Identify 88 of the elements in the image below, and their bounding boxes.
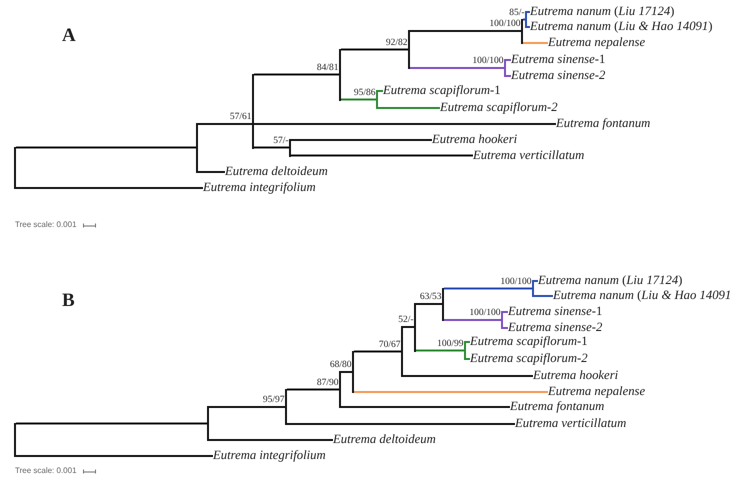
support-value: 100/100 (472, 57, 504, 66)
support-value: 100/100 (469, 309, 500, 318)
taxon-label: Eutrema hookeri (432, 132, 518, 146)
tree-branch (353, 350, 401, 352)
taxon-label: Eutrema integrifolium (213, 448, 326, 462)
tree-branch (443, 319, 501, 321)
taxon-label: Eutrema fontanum (556, 116, 650, 130)
taxon-label: Eutrema nanum (Liu 17124) (530, 4, 674, 18)
tree-branch (15, 187, 203, 189)
taxon-label: Eutrema sinense-1 (508, 304, 602, 318)
support-value: 52/- (398, 316, 414, 326)
tree-branch (526, 26, 530, 28)
tree-branch (208, 439, 333, 441)
tree-branch (526, 11, 530, 13)
support-value: 100/99 (437, 340, 464, 349)
support-value: 92/82 (386, 38, 408, 48)
taxon-label: Eutrema integrifolium (203, 180, 316, 194)
tree-branch (533, 295, 553, 297)
panel-letter: A (62, 26, 76, 45)
tree-branch (415, 303, 442, 305)
taxon-label: Eutrema verticillatum (473, 148, 584, 162)
taxon-label: Eutrema verticillatum (515, 416, 626, 430)
support-value: 87/90 (316, 378, 338, 388)
support-value: 84/81 (316, 64, 338, 73)
tree-branch (290, 139, 432, 141)
tree-branch (286, 388, 339, 390)
tree-branch (253, 146, 289, 148)
taxon-label: Eutrema nanum (Liu 17124) (538, 273, 682, 287)
taxon-label: Eutrema deltoideum (333, 432, 436, 446)
tree-branch (253, 74, 339, 76)
tree-branch (340, 98, 376, 100)
tree-branch (522, 42, 548, 44)
tree-branch (443, 288, 532, 290)
tree-branch (505, 75, 511, 77)
tree-branch (377, 107, 440, 109)
taxon-label: Eutrema scapiflorum-2 (470, 351, 588, 365)
tree-branch (415, 350, 464, 352)
panel-letter: B (62, 291, 75, 310)
tree-branch (290, 154, 473, 156)
tree-branch (353, 391, 548, 393)
tree-branch (502, 327, 508, 329)
tree-branch (505, 59, 511, 61)
tree-branch (208, 406, 285, 408)
taxon-label: Eutrema fontanum (510, 399, 604, 413)
taxon-label: Eutrema nepalense (548, 35, 646, 49)
scale-label: Tree scale: 0.001 (15, 466, 77, 476)
scale-label: Tree scale: 0.001 (15, 220, 77, 230)
support-value: 100/100 (500, 278, 532, 287)
support-value: 100/100 (489, 20, 520, 30)
support-value: 57/- (273, 136, 288, 146)
taxon-label: Eutrema nepalense (548, 384, 646, 398)
tree-branch (377, 90, 383, 92)
taxon-label: Eutrema sinense-1 (511, 52, 606, 66)
support-value: 85/- (509, 8, 524, 18)
tree-branch (409, 67, 504, 69)
taxon-label: Eutrema deltoideum (225, 164, 328, 178)
support-value: 70/67 (378, 340, 400, 350)
tree-branch (15, 422, 207, 424)
tree-branch (15, 455, 213, 457)
support-value: 63/53 (420, 293, 442, 302)
tree-branch (197, 123, 252, 125)
support-value: 68/80 (330, 361, 352, 370)
tree-branch (402, 375, 533, 377)
tree-branch (197, 171, 225, 173)
tree-branch (340, 406, 510, 408)
tree-branch (465, 358, 470, 360)
tree-branch (465, 341, 470, 343)
tree-branch (402, 326, 414, 328)
support-value: 95/86 (354, 88, 376, 98)
tree-branch (409, 30, 521, 32)
taxon-label: Eutrema sinense-2 (511, 68, 606, 82)
tree-branch (253, 123, 556, 125)
taxon-label: Eutrema sinense-2 (508, 320, 602, 334)
taxon-label: Eutrema hookeri (533, 368, 618, 382)
taxon-label: Eutrema nanum (Liu & Hao 14091) (530, 19, 712, 33)
tree-branch (533, 280, 538, 282)
taxon-label: Eutrema scapiflorum-1 (470, 334, 588, 348)
support-value: 57/61 (230, 113, 252, 122)
tree-branch (522, 18, 525, 20)
taxon-label: Eutrema nanum (Liu & Hao 14091 (553, 288, 732, 302)
taxon-label: Eutrema scapiflorum-1 (383, 83, 501, 97)
tree-branch (286, 423, 515, 425)
tree-branch (340, 48, 408, 50)
tree-branch (15, 146, 196, 148)
tree-branch (502, 311, 508, 313)
support-value: 95/97 (262, 396, 284, 406)
tree-branch (340, 371, 352, 373)
taxon-label: Eutrema scapiflorum-2 (440, 100, 558, 114)
